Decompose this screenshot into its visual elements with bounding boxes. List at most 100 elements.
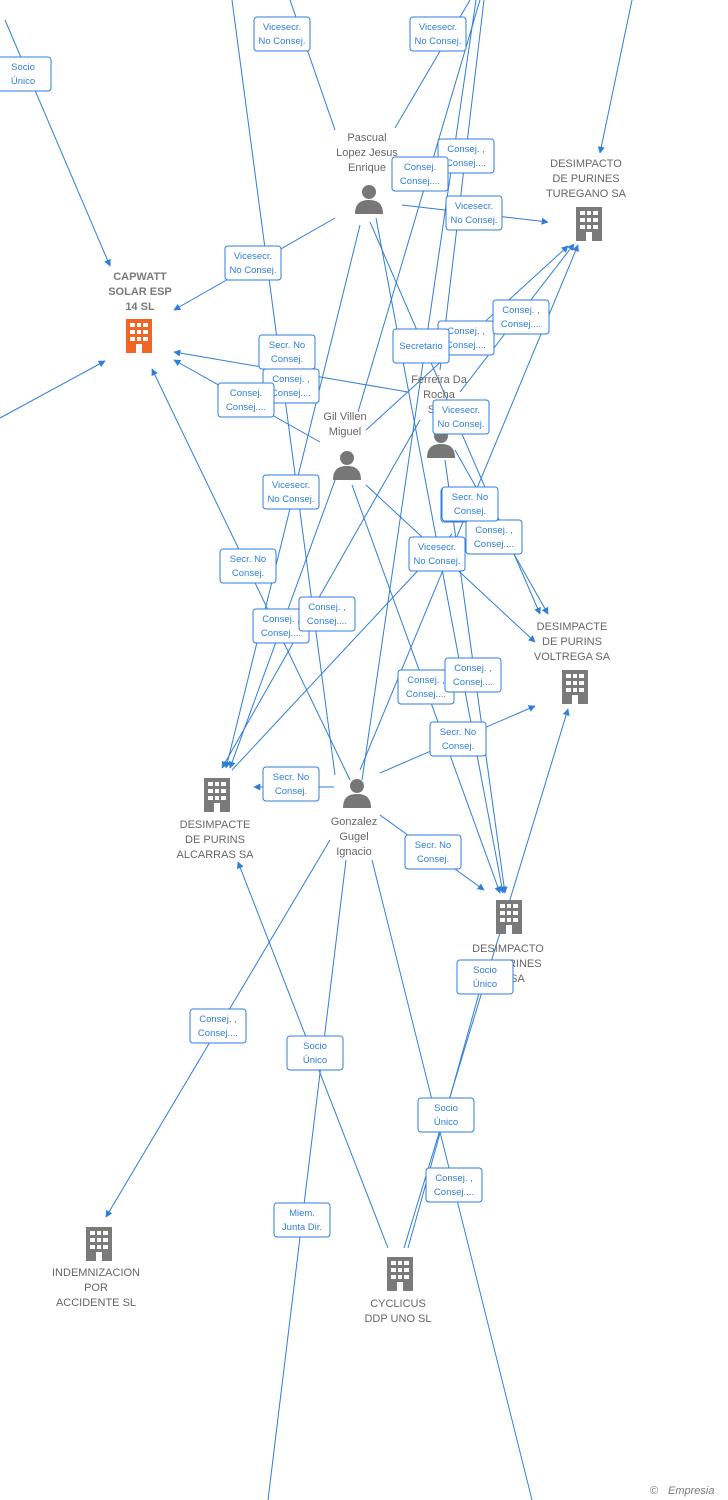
edge-label-text: Vicesecr. [419,22,457,33]
edge-label-box [253,16,311,52]
edge-label-text: Socio [473,965,497,976]
edge-label-text: Vicesecr. [455,201,493,212]
node-label-line: ACCIDENTE SL [56,1297,136,1309]
node-label-line: Rocha [423,389,456,401]
edge-label-box [445,195,503,231]
node-capwatt[interactable]: CAPWATT SOLAR ESP 14 SL [108,271,172,353]
node-label-line: CAPWATT [113,271,167,283]
edge-label-box [437,138,495,174]
edge-label: Consej. ,Consej.... [492,299,550,335]
edge-label: Consej. Consej.... [217,382,275,418]
edge-label-text: Consej. [454,506,486,517]
edge-label: Secretario [392,328,450,364]
edge-label-text: Único [303,1055,327,1066]
node-label-line: 14 SL [125,301,155,313]
edge-label-box [409,16,467,52]
edge-label-text: No Consej. [415,36,462,47]
edge-label-text: Vicesecr. [418,542,456,553]
edge-label-text: Vicesecr. [272,480,310,491]
edge-label-box [262,474,320,510]
node-label-line: Miguel [329,426,361,438]
edge-label-box [425,1167,483,1203]
person-icon [333,451,361,480]
node-label-line: Enrique [348,162,386,174]
edge-label-text: Consej. , [447,326,485,337]
edge-label-text: Consej. , [435,1173,473,1184]
edge-label-text: Único [434,1117,458,1128]
node-label-line: DESIMPACTO [550,158,622,170]
edge-label-text: Consej.... [198,1028,238,1039]
building-icon [576,207,602,241]
edge-label-text: Consej. , [502,305,540,316]
edge-line [221,419,421,769]
edge-label-text: Consej.... [226,402,266,413]
edge-label: Miem.Junta Dir. [273,1202,331,1238]
node-label-line: CYCLICUS [370,1298,426,1310]
edge-label-text: Secr. No [269,340,305,351]
edge-label-text: Secr. No [273,772,309,783]
edge-label-box [492,299,550,335]
edge-label: Consej. , Consej.... [189,1008,247,1044]
edge-label-text: Consej. [404,162,436,173]
edge-label-text: Vicesecr. [234,251,272,262]
node-label-line: DE PURINS [542,636,602,648]
node-voltrega[interactable]: DESIMPACTE DE PURINS VOLTREGA SA [534,621,611,704]
edge-label: Consej. ,Consej.... [252,608,310,644]
edge-label: Consej. ,Consej.... [298,596,356,632]
edge-label-text: No Consej. [451,215,498,226]
edge-label-box [441,486,499,522]
edge-label: Consej. ,Consej.... [437,138,495,174]
node-label-line: VOLTREGA SA [534,651,611,663]
edge-label-box [392,328,450,364]
edge-label-box [219,548,277,584]
building-icon [204,778,230,812]
node-label-line: INDEMNIZACION [52,1267,140,1279]
edge-label-text: Secr. No [440,727,476,738]
node-label-line: DESIMPACTE [537,621,608,633]
edge-label: Vicesecr. No Consej. [445,195,503,231]
node-label-line: TUREGANO SA [546,188,627,200]
edge-label: Consej. ,Consej.... [444,657,502,693]
edge-label-text: Consej. , [199,1014,237,1025]
node-label-line: SOLAR ESP [108,286,172,298]
building-icon [562,670,588,704]
edge-label: Vicesecr. No Consej. [262,474,320,510]
node-label-line: POR [84,1282,108,1294]
edge-label-text: No Consej. [268,494,315,505]
edge-label: Consej. ,Consej.... [465,519,523,555]
node-indemnizacion[interactable]: INDEMNIZACION POR ACCIDENTE SL [52,1227,140,1309]
edge-label-text: Consej. [230,388,262,399]
edge-label-text: Vicesecr. [442,405,480,416]
edge-label-text: Consej.... [307,616,347,627]
building-icon [496,900,522,934]
node-label-line: Gonzalez [331,816,377,828]
edge-label-text: No Consej. [414,556,461,567]
edge-label-box [0,56,52,92]
edge-label-text: No Consej. [230,265,277,276]
edge-label-text: Único [473,979,497,990]
edge-label-text: Miem. [289,1208,315,1219]
edge-label-text: Consej. [417,854,449,865]
edge-label-text: Consej. [275,786,307,797]
edge-label-text: Socio [434,1103,458,1114]
node-label-line: Ignacio [336,846,371,858]
edge-label: Consej. ,Consej.... [425,1167,483,1203]
node-label-line: ALCARRAS SA [176,849,254,861]
edge-line [357,0,481,413]
edge-label-text: Secr. No [415,840,451,851]
edge-label: Vicesecr. No Consej. [224,245,282,281]
edge-label-text: Consej. , [262,614,300,625]
building-icon [126,319,152,353]
node-label-line: Lopez Jesus [336,147,398,159]
edge-label-box [286,1035,344,1071]
